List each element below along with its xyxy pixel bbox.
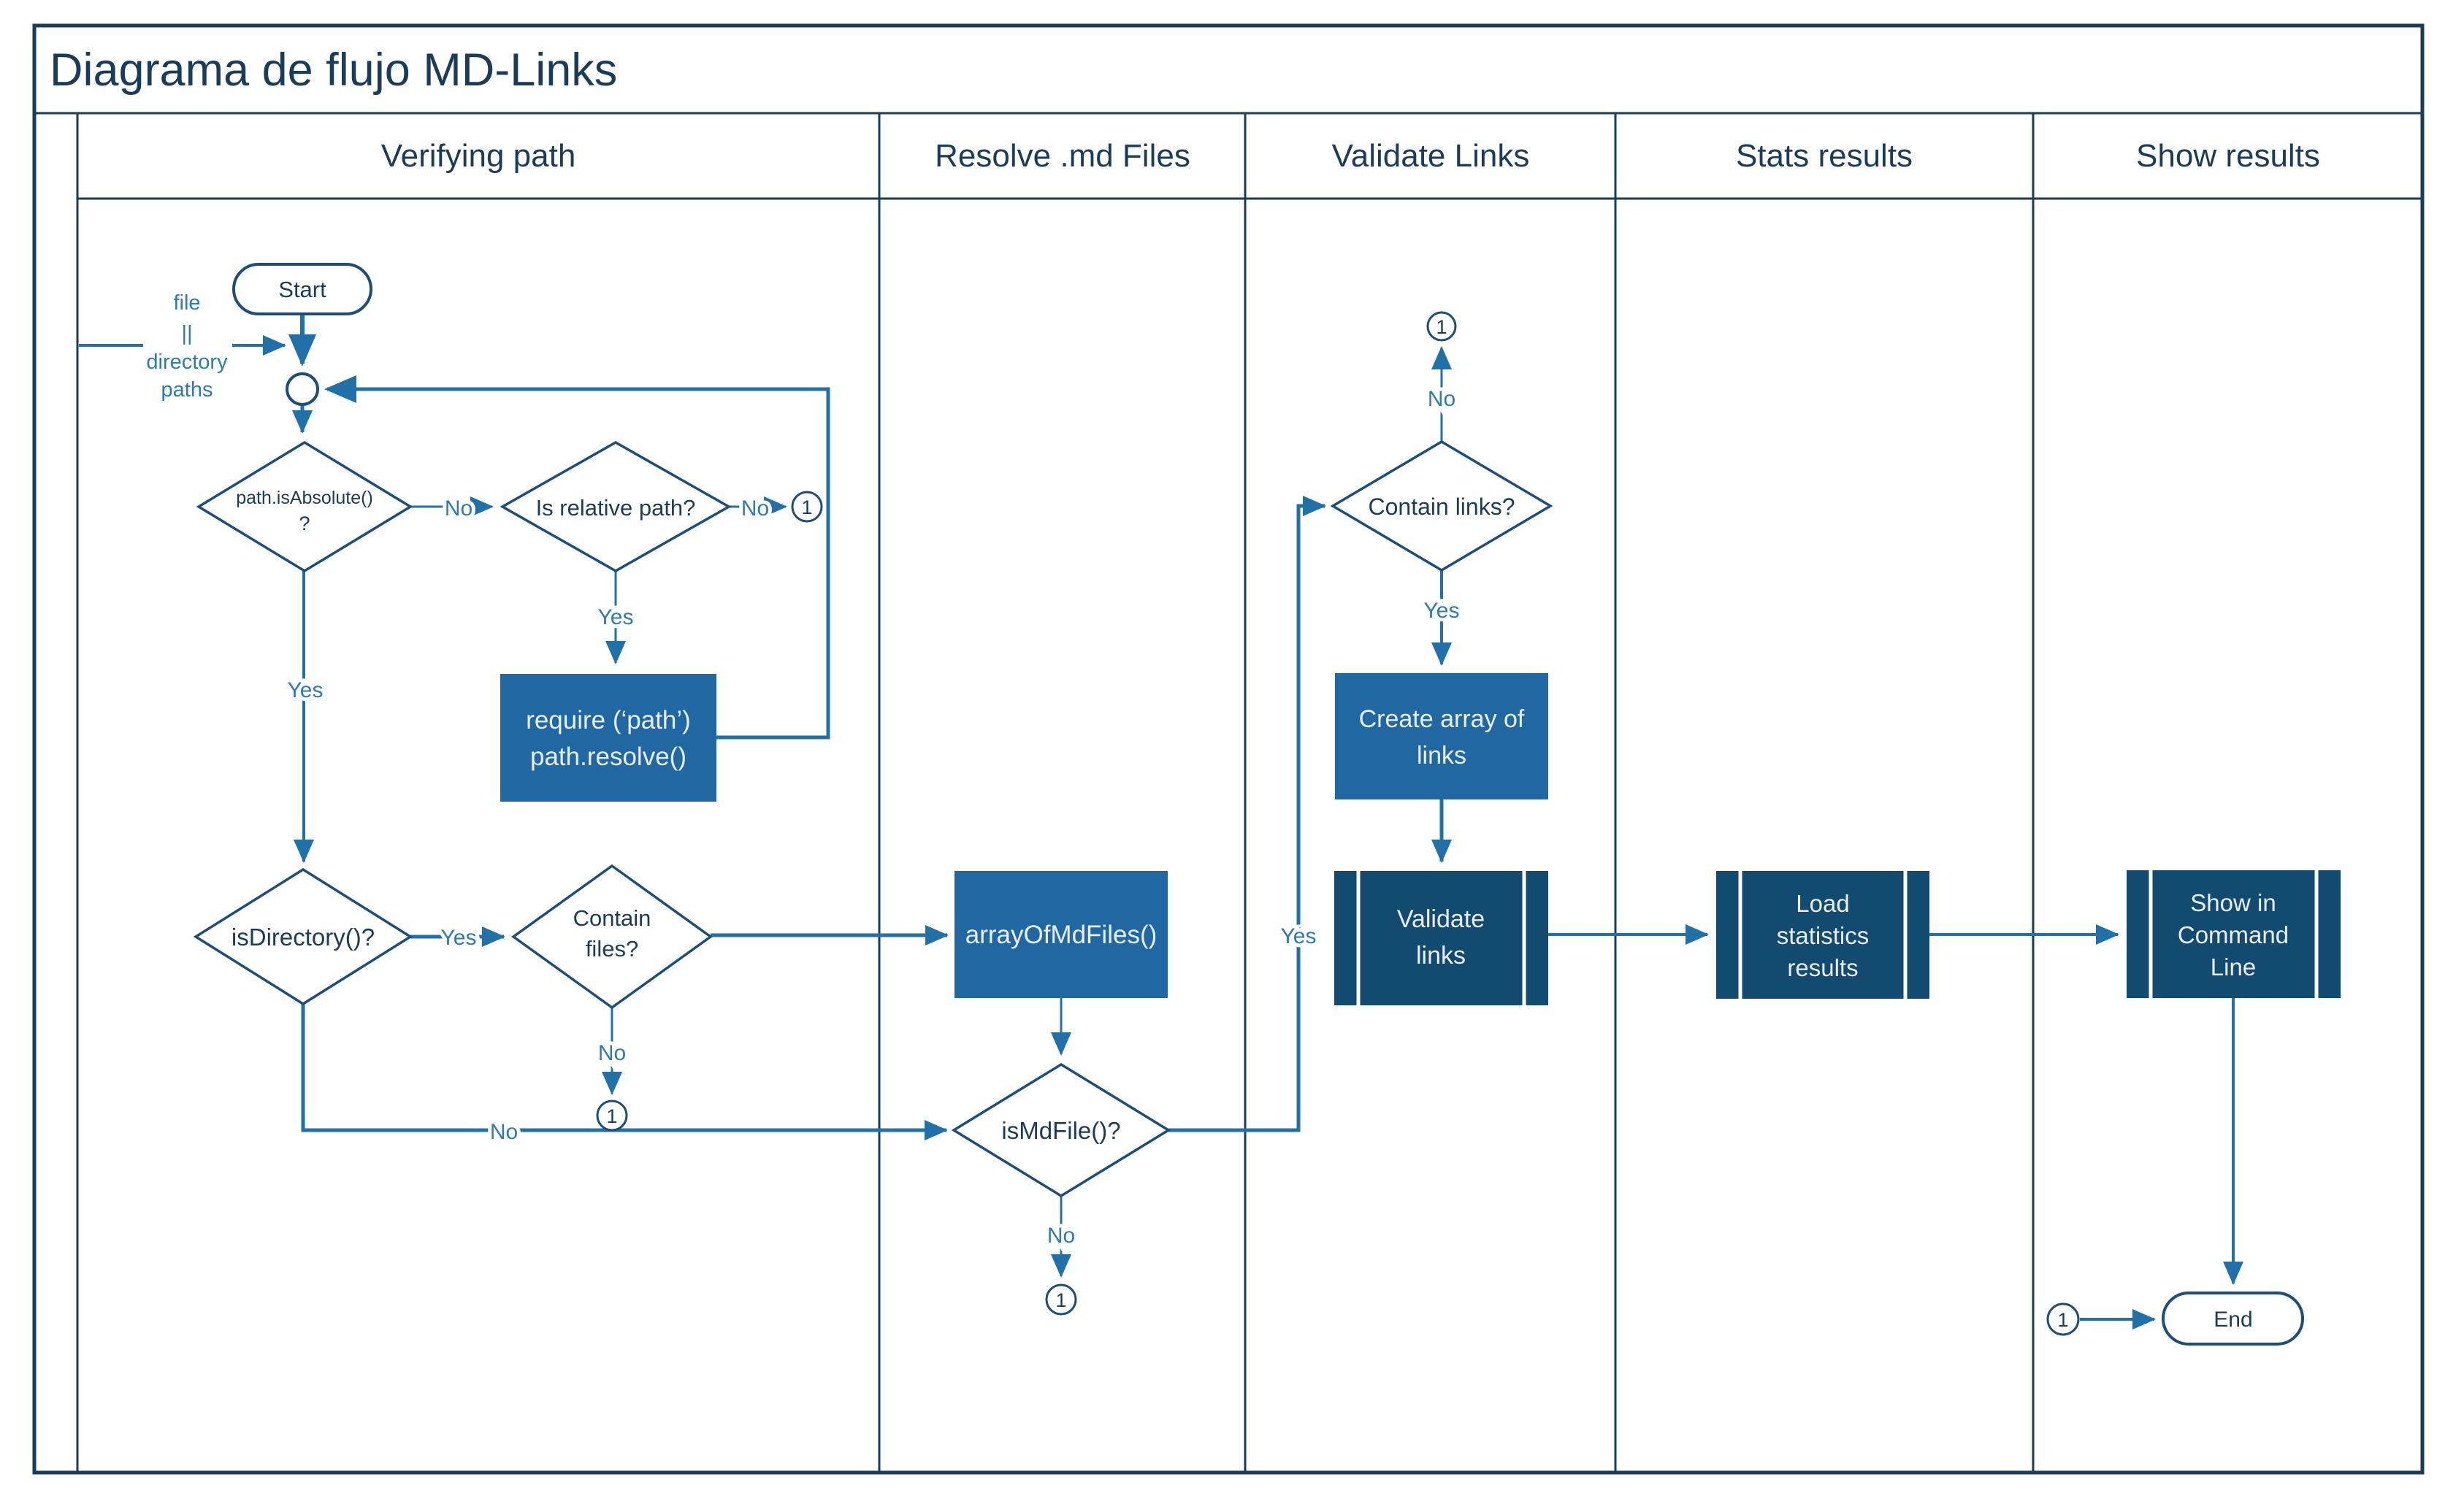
decision-contain-links-label: Contain links? xyxy=(1369,494,1515,520)
label-yes-containlinks: Yes xyxy=(1424,599,1460,623)
connector-ref-1-e xyxy=(2046,1302,2080,1336)
lane-header-validate-links: Validate Links xyxy=(1332,138,1530,174)
subroutine-validate-links-line-1: Validate xyxy=(1397,905,1485,933)
label-yes-ismdfile: Yes xyxy=(1281,924,1317,948)
decision-is-directory xyxy=(193,867,413,1006)
subroutine-load-statistics xyxy=(1716,871,1929,999)
decision-is-relative-label: Is relative path? xyxy=(536,495,696,521)
decision-is-directory-label: isDirectory()? xyxy=(232,924,375,951)
subroutine-show-in-cli-line-2: Command xyxy=(2178,921,2289,948)
input-note-line-1: file xyxy=(173,291,200,315)
process-create-array-line-2: links xyxy=(1417,742,1466,770)
input-note: file || directory paths xyxy=(146,291,228,402)
lane-header-stats-results: Stats results xyxy=(1736,138,1913,174)
connectors xyxy=(79,315,2243,1329)
process-require-path-line-1: require (‘path’) xyxy=(526,706,691,734)
end-label: End xyxy=(2214,1308,2252,1332)
diagram-title: Diagrama de flujo MD-Links xyxy=(50,45,617,96)
process-create-array-line-1: Create array of xyxy=(1359,705,1525,733)
decision-is-absolute-label-2: ? xyxy=(299,513,310,534)
decision-is-relative xyxy=(500,440,732,573)
process-array-of-md-files xyxy=(954,871,1168,998)
nodes: Start path.isAbsolute() ? Is relative pa… xyxy=(193,263,2341,1346)
input-note-line-4: paths xyxy=(161,378,213,402)
label-no-isrelative: No xyxy=(741,496,769,521)
subroutine-validate-links-line-2: links xyxy=(1416,942,1466,970)
connector-ref-1-d xyxy=(1426,311,1457,342)
process-require-path xyxy=(500,674,716,802)
decision-contain-files-line-1: Contain xyxy=(573,905,651,931)
subroutine-load-statistics-line-1: Load xyxy=(1796,890,1849,917)
connector-ref-1-a-label: 1 xyxy=(801,496,812,518)
junction-connector xyxy=(286,372,319,406)
connector-ref-1-c xyxy=(1045,1283,1077,1316)
label-no-isabsolute: No xyxy=(445,496,472,521)
decision-contain-files-line-2: files? xyxy=(586,936,638,962)
edge-ismdfile-yes-riser xyxy=(1168,496,1326,1132)
input-note-line-3: directory xyxy=(146,350,228,374)
outer-border xyxy=(32,23,2425,1475)
lane-header-resolve-md-files: Resolve .md Files xyxy=(935,138,1190,174)
lane-header-verifying-path: Verifying path xyxy=(381,138,576,174)
subroutine-show-in-cli-line-3: Line xyxy=(2211,953,2256,981)
decision-is-md-file xyxy=(951,1062,1171,1198)
start-label: Start xyxy=(278,277,326,302)
edge-require-loop xyxy=(324,375,830,740)
subroutine-validate-links xyxy=(1334,871,1548,1005)
label-no-ismdfile: No xyxy=(1047,1224,1075,1248)
input-note-line-2: || xyxy=(181,322,192,345)
label-no-isdirectory: No xyxy=(490,1120,518,1144)
process-create-array xyxy=(1335,673,1548,799)
edge-isdirectory-no xyxy=(301,1004,948,1140)
connector-ref-1-a xyxy=(791,491,823,523)
connector-ref-1-b xyxy=(596,1100,628,1132)
decision-is-absolute xyxy=(196,440,413,573)
subroutine-show-in-cli xyxy=(2127,870,2341,998)
subroutine-load-statistics-line-2: statistics xyxy=(1777,922,1870,949)
start-terminator xyxy=(232,263,372,315)
subroutine-load-statistics-line-3: results xyxy=(1787,954,1858,981)
label-no-containlinks: No xyxy=(1428,387,1455,411)
label-yes-isdirectory: Yes xyxy=(441,926,477,950)
decision-contain-links xyxy=(1330,440,1553,572)
end-terminator xyxy=(2162,1292,2304,1346)
label-yes-isrelative: Yes xyxy=(598,605,634,629)
connector-ref-1-d-label: 1 xyxy=(1436,316,1447,338)
diagram-frame: Diagrama de flujo MD-Links Verifying pat… xyxy=(32,23,2425,1475)
lane-header-show-results: Show results xyxy=(2136,138,2320,174)
label-yes-isabsolute: Yes xyxy=(288,678,324,702)
process-array-of-md-files-label: arrayOfMdFiles() xyxy=(965,921,1158,949)
connector-ref-1-e-label: 1 xyxy=(2057,1309,2068,1331)
decision-is-md-file-label: isMdFile()? xyxy=(1001,1117,1120,1144)
connector-ref-1-c-label: 1 xyxy=(1055,1289,1066,1311)
decision-contain-files xyxy=(511,864,713,1010)
edge-labels: No No Yes Yes Yes No No No Yes No Yes xyxy=(284,383,1464,1251)
label-no-containfiles: No xyxy=(598,1041,626,1065)
decision-is-absolute-label-1: path.isAbsolute() xyxy=(236,488,373,508)
subroutine-show-in-cli-line-1: Show in xyxy=(2190,889,2276,916)
process-require-path-line-2: path.resolve() xyxy=(530,742,686,771)
connector-ref-1-b-label: 1 xyxy=(606,1105,617,1127)
